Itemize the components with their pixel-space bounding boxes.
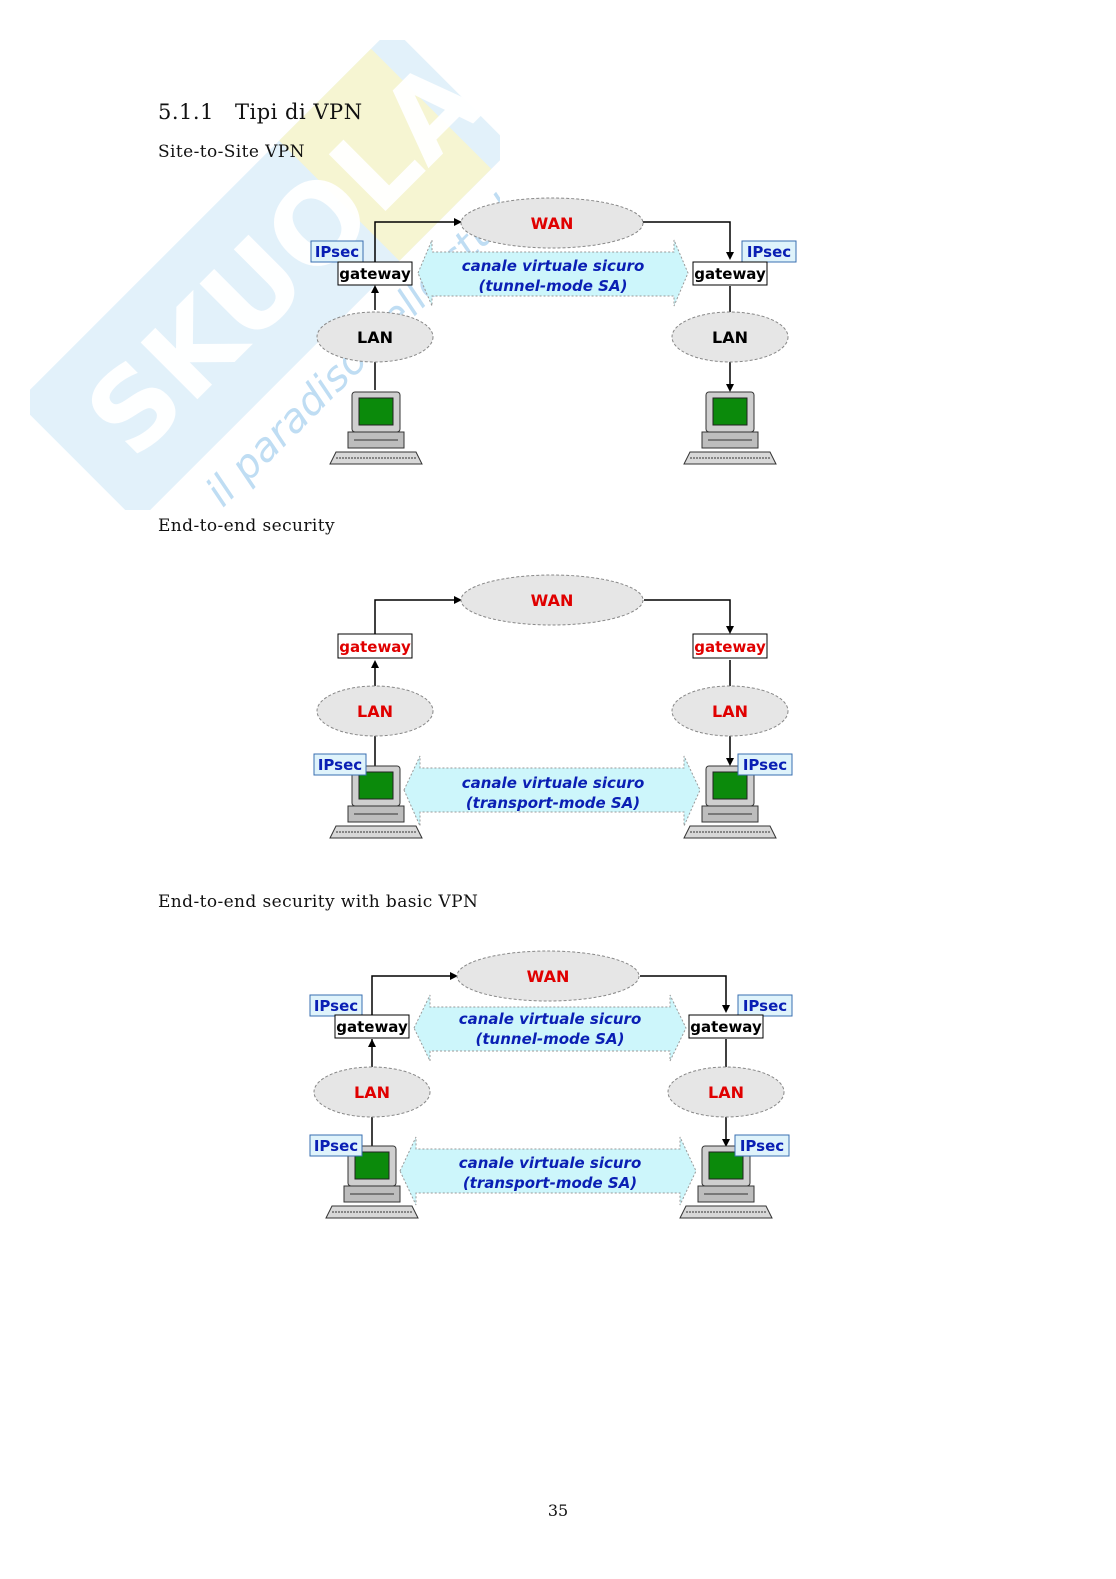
gateway-label-left: gateway — [339, 638, 411, 656]
ipsec-label-left: IPsec — [315, 243, 359, 261]
ipsec-label-host-left: IPsec — [314, 1137, 358, 1155]
wan-label: WAN — [531, 214, 574, 233]
gateway-label-right: gateway — [694, 638, 766, 656]
channel-label: canale virtuale sicuro — [462, 774, 645, 792]
ipsec-label-host-right: IPsec — [740, 1137, 784, 1155]
diagram-end-to-end-basic-vpn: WAN canale virtuale sicuro (tunnel-mode … — [309, 950, 793, 1219]
wan-cloud — [460, 197, 644, 249]
ipsec-badge-right — [741, 240, 797, 263]
ipsec-badge-gateway-right — [737, 994, 793, 1017]
lan-label-left: LAN — [357, 328, 393, 347]
gateway-left — [337, 633, 413, 659]
channel-mode-label: (tunnel-mode SA) — [476, 1030, 625, 1048]
section-number: 5.1.1 — [158, 100, 214, 124]
diagram-end-to-end: WAN gateway gateway LAN LAN canale virtu… — [313, 574, 793, 839]
subsection-title-end-to-end: End-to-end security — [158, 516, 335, 536]
lan-label-right: LAN — [708, 1083, 744, 1102]
ipsec-label-gateway-left: IPsec — [314, 997, 358, 1015]
secure-channel — [417, 239, 689, 307]
gateway-label-right: gateway — [694, 265, 766, 283]
ipsec-badge-left — [313, 753, 367, 776]
wan-label: WAN — [527, 967, 570, 986]
diagram-site-to-site: WAN canale virtuale sicuro (tunnel-mode … — [310, 197, 797, 465]
channel-mode-label: (transport-mode SA) — [466, 794, 640, 812]
channel-label-transport: canale virtuale sicuro — [459, 1154, 642, 1172]
page-number: 35 — [547, 1501, 569, 1520]
wan-label: WAN — [531, 591, 574, 610]
lan-label-left: LAN — [354, 1083, 390, 1102]
wan-cloud — [456, 950, 640, 1002]
wan-cloud — [460, 574, 644, 626]
secure-channel-tunnel — [413, 994, 687, 1062]
gateway-label-left: gateway — [339, 265, 411, 283]
ipsec-badge-host-right — [734, 1134, 790, 1157]
lan-cloud-right — [671, 685, 789, 737]
ipsec-label-gateway-right: IPsec — [743, 997, 787, 1015]
lan-cloud-left — [316, 311, 434, 363]
computer-icon — [329, 765, 423, 839]
secure-channel-transport — [399, 1136, 697, 1206]
gateway-left — [334, 1014, 410, 1039]
computer-icon — [325, 1145, 419, 1219]
lan-cloud-left — [313, 1066, 431, 1118]
gateway-label-left: gateway — [336, 1018, 408, 1036]
computer-icon — [329, 391, 423, 465]
gateway-right — [688, 1014, 764, 1039]
subsection-title-end-to-end-vpn: End-to-end security with basic VPN — [158, 892, 479, 912]
lan-label-right: LAN — [712, 702, 748, 721]
ipsec-badge-host-left — [309, 1134, 363, 1157]
computer-icon — [679, 1145, 773, 1219]
section-heading: 5.1.1 Tipi di VPN — [158, 100, 363, 124]
ipsec-label-right: IPsec — [747, 243, 791, 261]
channel-label: canale virtuale sicuro — [459, 1010, 642, 1028]
gateway-left — [337, 261, 413, 286]
ipsec-label-left: IPsec — [318, 756, 362, 774]
lan-cloud-right — [667, 1066, 785, 1118]
ipsec-badge-right — [737, 753, 793, 776]
subsection-title-site-to-site: Site-to-Site VPN — [158, 142, 305, 162]
lan-label-right: LAN — [712, 328, 748, 347]
channel-label: canale virtuale sicuro — [462, 257, 645, 275]
section-title: Tipi di VPN — [235, 100, 363, 124]
lan-label-left: LAN — [357, 702, 393, 721]
channel-mode-label: (tunnel-mode SA) — [479, 277, 628, 295]
lan-cloud-left — [316, 685, 434, 737]
computer-icon — [683, 765, 777, 839]
ipsec-badge-left — [310, 240, 364, 263]
gateway-right — [692, 633, 768, 659]
computer-icon — [683, 391, 777, 465]
gateway-right — [692, 261, 768, 286]
ipsec-label-right: IPsec — [743, 756, 787, 774]
gateway-label-right: gateway — [690, 1018, 762, 1036]
channel-mode-label-transport: (transport-mode SA) — [463, 1174, 637, 1192]
secure-channel — [403, 755, 701, 827]
lan-cloud-right — [671, 311, 789, 363]
